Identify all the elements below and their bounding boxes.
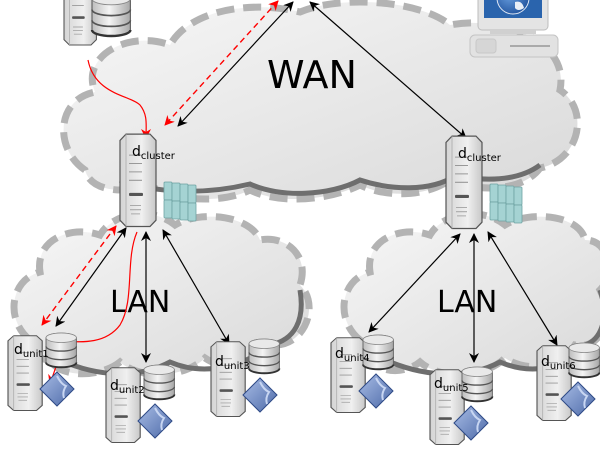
svg-text:dunit1: dunit1 bbox=[14, 342, 49, 360]
unit2-label-main: d bbox=[110, 378, 119, 394]
link-central-cluster1-dashed bbox=[164, 0, 279, 126]
unit5-label-main: d bbox=[434, 376, 443, 392]
cluster1-label-main: d bbox=[132, 144, 141, 160]
cluster-server-1[interactable]: dcluster bbox=[119, 133, 197, 228]
unit-server-6[interactable]: dunit6 bbox=[536, 342, 600, 422]
link-db-cluster1 bbox=[87, 59, 152, 139]
link-cluster1-unit1-dashed bbox=[41, 225, 117, 326]
lan1-label: LAN bbox=[110, 285, 170, 320]
lan2-label: LAN bbox=[437, 285, 497, 320]
link-cluster2-unit4 bbox=[368, 233, 461, 333]
unit-server-4[interactable]: dunit4 bbox=[330, 334, 395, 414]
cluster2-label-main: d bbox=[458, 146, 467, 162]
cluster2-label-sub: cluster bbox=[467, 153, 502, 164]
unit-server-2[interactable]: dunit2 bbox=[105, 364, 176, 444]
unit1-label-main: d bbox=[14, 342, 23, 358]
svg-text:dcluster: dcluster bbox=[132, 144, 176, 162]
svg-text:dunit6: dunit6 bbox=[541, 354, 576, 372]
unit4-label-main: d bbox=[335, 346, 344, 362]
link-cluster1-unit3 bbox=[162, 229, 230, 345]
svg-text:dunit2: dunit2 bbox=[110, 378, 145, 396]
svg-text:dunit4: dunit4 bbox=[335, 346, 370, 364]
unit-server-1[interactable]: dunit1 bbox=[7, 332, 78, 412]
unit3-label-main: d bbox=[215, 354, 224, 370]
svg-text:dunit3: dunit3 bbox=[215, 354, 250, 372]
unit1-label-sub: unit1 bbox=[23, 349, 49, 360]
unit-server-3[interactable]: dunit3 bbox=[210, 338, 281, 418]
unit3-label-sub: unit3 bbox=[224, 361, 250, 372]
unit6-label-main: d bbox=[541, 354, 550, 370]
desktop-computer[interactable] bbox=[469, 0, 559, 58]
wan-label: WAN bbox=[267, 53, 357, 97]
cluster-server-2[interactable]: dcluster bbox=[445, 135, 523, 230]
link-central-cluster2 bbox=[309, 1, 467, 139]
link-cluster1-unit1-curve bbox=[59, 231, 138, 347]
database-server[interactable] bbox=[63, 0, 132, 46]
unit6-label-sub: unit6 bbox=[550, 361, 576, 372]
unit-server-5[interactable]: dunit5 bbox=[429, 366, 494, 446]
link-cluster2-unit6 bbox=[487, 231, 558, 346]
links bbox=[41, 0, 558, 385]
cluster1-label-sub: cluster bbox=[141, 151, 176, 162]
unit5-label-sub: unit5 bbox=[443, 383, 469, 394]
svg-text:dunit5: dunit5 bbox=[434, 376, 469, 394]
unit4-label-sub: unit4 bbox=[344, 353, 370, 364]
unit2-label-sub: unit2 bbox=[119, 385, 145, 396]
svg-text:dcluster: dcluster bbox=[458, 146, 502, 164]
